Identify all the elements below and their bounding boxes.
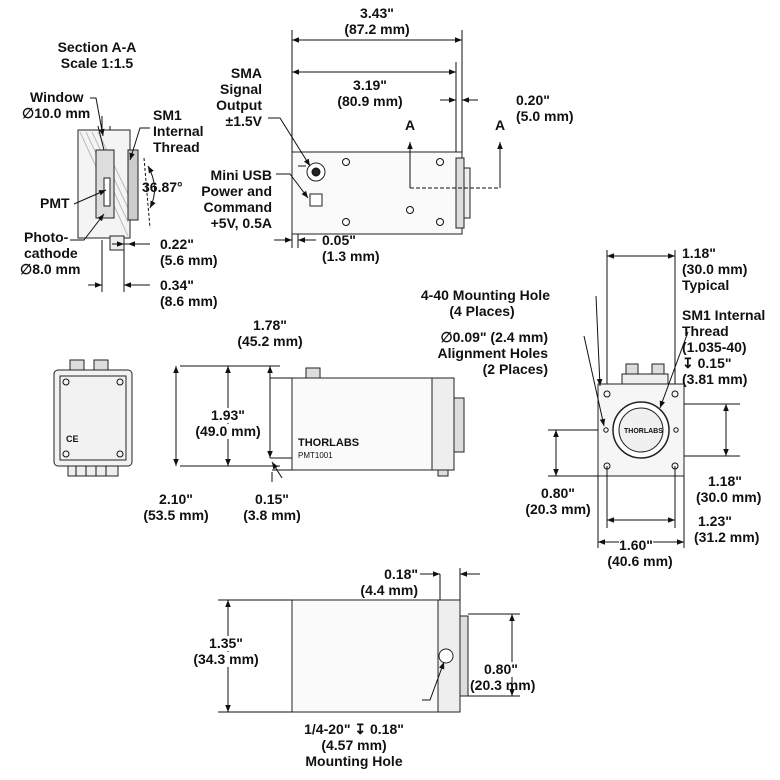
dim-3-43-mm: (87.2 mm) xyxy=(344,21,410,37)
dim-0-18: 0.18" xyxy=(384,566,418,582)
align-holes-2: Alignment Holes xyxy=(437,345,548,361)
dim-3-19: 3.19" xyxy=(353,77,387,93)
section-mark-right: A xyxy=(495,117,506,133)
dim-1-60-mm: (40.6 mm) xyxy=(607,553,673,569)
brand-text-side: THORLABS xyxy=(298,437,360,449)
sm1-label-2: Internal xyxy=(153,123,204,139)
dim-1-18-top-mm: (30.0 mm) xyxy=(682,261,748,277)
dim-0-80-bottom-mm: (20.3 mm) xyxy=(470,677,536,693)
window-diameter: ∅10.0 mm xyxy=(22,105,91,121)
dim-1-18-side: 1.18" xyxy=(708,473,742,489)
sma-label-2: Signal xyxy=(219,81,262,97)
brand-text-front: THORLABS xyxy=(624,428,663,435)
dim-0-20-mm: (5.0 mm) xyxy=(516,108,574,124)
dim-0-34-mm: (8.6 mm) xyxy=(160,293,218,309)
sm1-label-3: Thread xyxy=(153,139,200,155)
usb-label-1: Mini USB xyxy=(210,167,272,183)
section-mark-left: A xyxy=(405,117,416,133)
top-view xyxy=(291,151,500,235)
pmt-label: PMT xyxy=(40,195,70,211)
section-scale: Scale 1:1.5 xyxy=(60,55,134,71)
align-holes-3: (2 Places) xyxy=(482,361,548,377)
dim-1-18-top: 1.18" xyxy=(682,245,716,261)
dim-1-78-mm: (45.2 mm) xyxy=(237,333,303,349)
angle-label: 36.87° xyxy=(142,179,183,195)
mount-4-40-1: 4-40 Mounting Hole xyxy=(420,287,550,303)
dim-0-80-front-mm: (20.3 mm) xyxy=(525,501,591,517)
sma-label-1: SMA xyxy=(230,65,262,81)
dim-1-93-mm: (49.0 mm) xyxy=(195,423,261,439)
dim-0-05-mm: (1.3 mm) xyxy=(322,248,380,264)
dim-0-15: 0.15" xyxy=(255,491,289,507)
dim-0-80-front: 0.80" xyxy=(541,485,575,501)
window-label: Window xyxy=(30,89,84,105)
sm1-label-1: SM1 xyxy=(153,107,182,123)
quarter20-2: (4.57 mm) xyxy=(321,737,387,753)
sm1-right-3: (1.035-40) xyxy=(682,339,747,355)
dim-0-05: 0.05" xyxy=(322,232,356,248)
usb-label-2: Power and xyxy=(201,183,272,199)
sm1-right-4: ↧ 0.15" xyxy=(682,355,732,371)
dim-1-18-top-typ: Typical xyxy=(682,277,730,293)
dim-3-43: 3.43" xyxy=(360,5,394,21)
dim-1-60: 1.60" xyxy=(619,537,653,553)
dim-0-22: 0.22" xyxy=(160,236,194,252)
section-view xyxy=(77,116,151,251)
side-view xyxy=(291,367,465,477)
dim-0-15-mm: (3.8 mm) xyxy=(243,507,301,523)
dim-1-23: 1.23" xyxy=(698,513,732,529)
bottom-view xyxy=(291,599,469,713)
sma-label-3: Output xyxy=(216,97,262,113)
dim-2-10: 2.10" xyxy=(159,491,193,507)
dim-1-18-side-mm: (30.0 mm) xyxy=(696,489,762,505)
end-view xyxy=(53,359,133,477)
dim-1-93: 1.93" xyxy=(211,407,245,423)
front-view xyxy=(597,363,685,477)
dim-1-35: 1.35" xyxy=(209,635,243,651)
dim-0-34: 0.34" xyxy=(160,277,194,293)
align-holes-1: ∅0.09" (2.4 mm) xyxy=(440,329,548,345)
sm1-right-2: Thread xyxy=(682,323,729,339)
usb-label-4: +5V, 0.5A xyxy=(210,215,272,231)
photocathode-2: cathode xyxy=(24,245,78,261)
dim-1-78: 1.78" xyxy=(253,317,287,333)
usb-label-3: Command xyxy=(203,199,272,215)
sm1-right-5: (3.81 mm) xyxy=(682,371,748,387)
dim-0-80-bottom: 0.80" xyxy=(484,661,518,677)
photocathode-3: ∅8.0 mm xyxy=(20,261,81,277)
ce-mark: CE xyxy=(66,434,79,444)
quarter20-1: 1/4-20" ↧ 0.18" xyxy=(304,721,404,737)
sma-label-4: ±1.5V xyxy=(225,113,262,129)
mount-4-40-2: (4 Places) xyxy=(449,303,515,319)
dim-0-22-mm: (5.6 mm) xyxy=(160,252,218,268)
dim-2-10-mm: (53.5 mm) xyxy=(143,507,209,523)
quarter20-3: Mounting Hole xyxy=(305,753,403,769)
dim-1-23-mm: (31.2 mm) xyxy=(694,529,760,545)
section-title: Section A-A xyxy=(57,39,137,55)
dim-0-20: 0.20" xyxy=(516,92,550,108)
dim-3-19-mm: (80.9 mm) xyxy=(337,93,403,109)
model-text-side: PMT1001 xyxy=(298,451,333,460)
dim-1-35-mm: (34.3 mm) xyxy=(193,651,259,667)
photocathode-1: Photo- xyxy=(24,229,69,245)
dim-0-18-mm: (4.4 mm) xyxy=(360,582,418,598)
sm1-right-1: SM1 Internal xyxy=(682,307,766,323)
